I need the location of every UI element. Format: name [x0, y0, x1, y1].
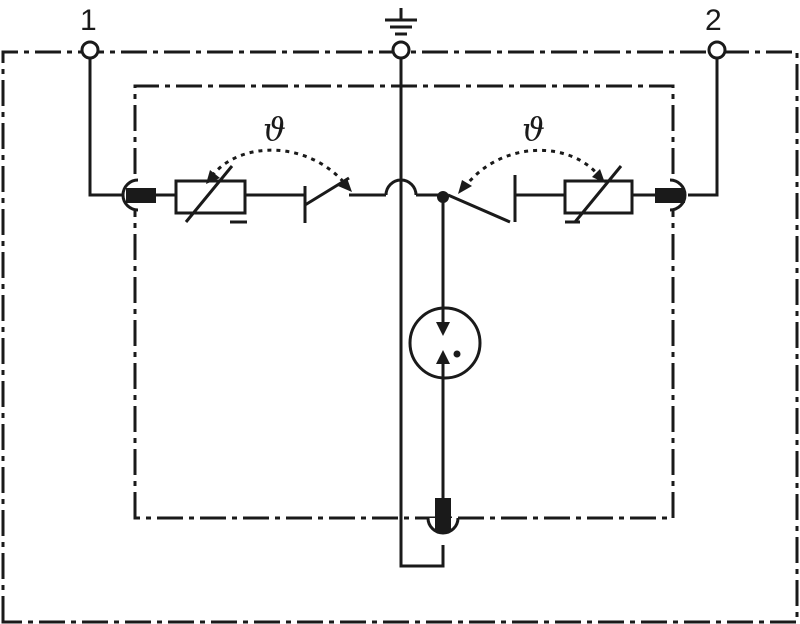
terminal-1	[80, 40, 100, 60]
wire-ground-bus	[399, 57, 445, 568]
inner-module-enclosure	[133, 84, 675, 520]
terminal-1-label: 1	[80, 4, 97, 37]
thermal-disconnect-icon	[447, 175, 517, 224]
terminal-2	[707, 40, 727, 60]
gas-discharge-tube-icon	[408, 300, 482, 386]
wire-terminal-2	[688, 57, 719, 197]
wire-crossover-hop	[384, 178, 418, 196]
ground-icon	[385, 8, 417, 36]
thermal-symbol-right: ϑ	[522, 110, 545, 148]
terminal-2-label: 2	[705, 4, 722, 37]
left-plug-contact	[121, 178, 156, 212]
bottom-plug-contact	[426, 498, 460, 535]
thermal-disconnect-icon	[303, 176, 350, 223]
thermal-coupling-right	[458, 148, 605, 194]
thermal-symbol-left: ϑ	[263, 110, 286, 148]
thermal-coupling-left	[206, 148, 352, 192]
outer-enclosure	[1, 50, 799, 624]
varistor-icon	[563, 165, 634, 224]
wire-terminal-1	[88, 57, 122, 197]
right-plug-contact	[655, 178, 687, 212]
terminal-ground	[391, 40, 411, 60]
